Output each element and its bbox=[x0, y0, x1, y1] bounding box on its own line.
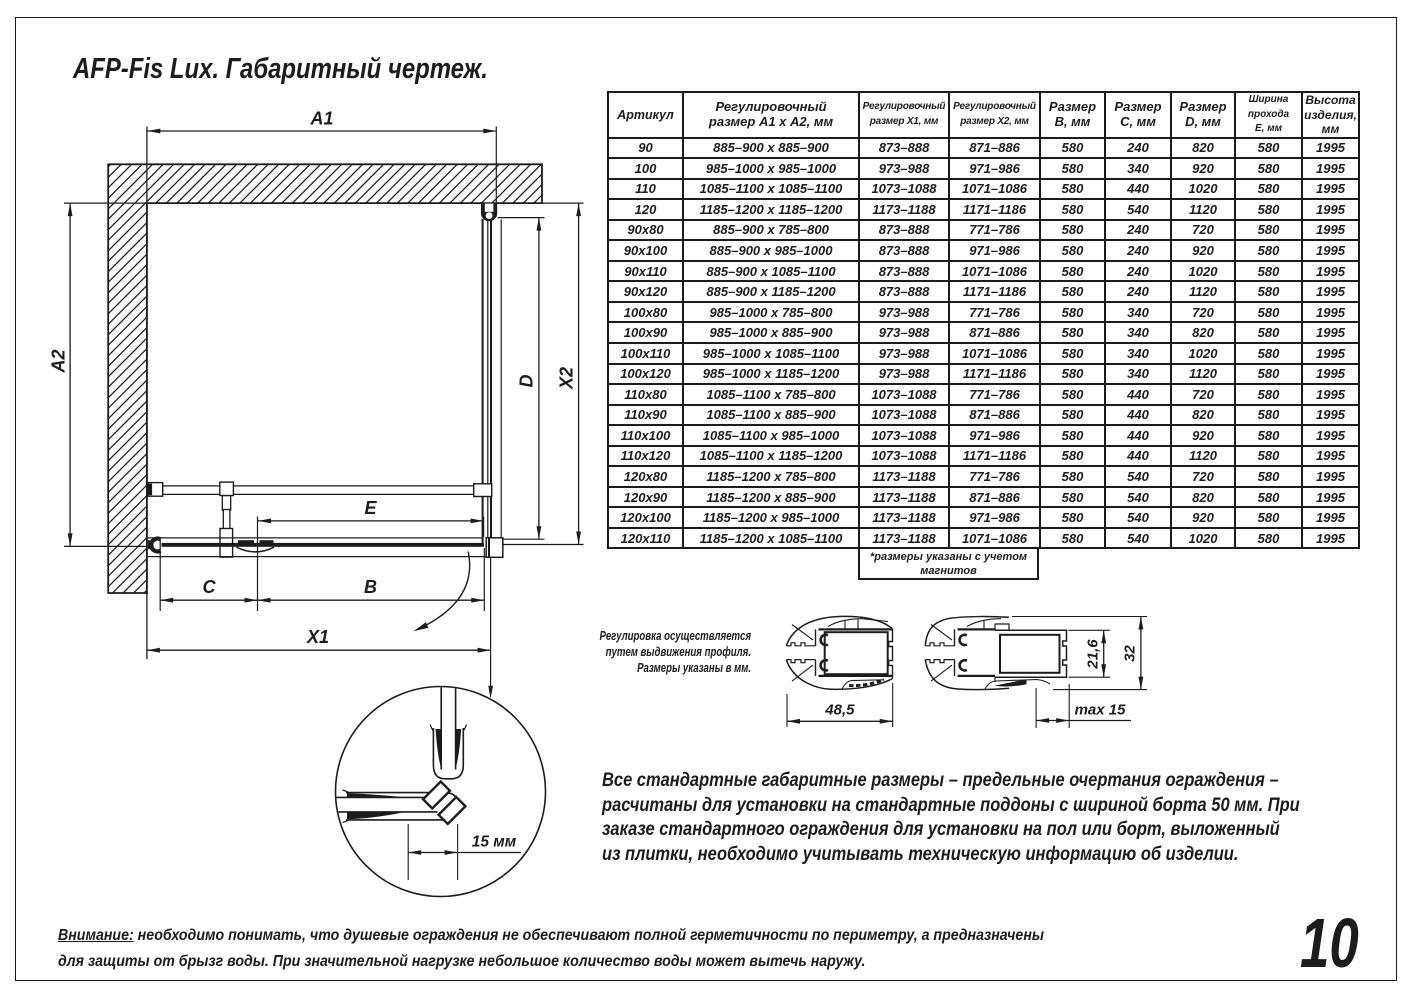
svg-text:X1: X1 bbox=[306, 627, 329, 647]
svg-text:max 15: max 15 bbox=[1075, 702, 1127, 719]
svg-text:21,6: 21,6 bbox=[1085, 639, 1102, 670]
svg-text:32: 32 bbox=[1122, 645, 1139, 662]
svg-text:C: C bbox=[203, 577, 217, 597]
svg-text:E: E bbox=[364, 498, 377, 518]
svg-text:X2: X2 bbox=[557, 367, 577, 390]
svg-text:48,5: 48,5 bbox=[824, 702, 855, 719]
svg-text:B: B bbox=[364, 577, 377, 597]
svg-text:A1: A1 bbox=[309, 109, 333, 129]
svg-text:D: D bbox=[517, 375, 537, 388]
svg-text:15 мм: 15 мм bbox=[472, 834, 517, 851]
svg-text:A2: A2 bbox=[49, 349, 69, 373]
